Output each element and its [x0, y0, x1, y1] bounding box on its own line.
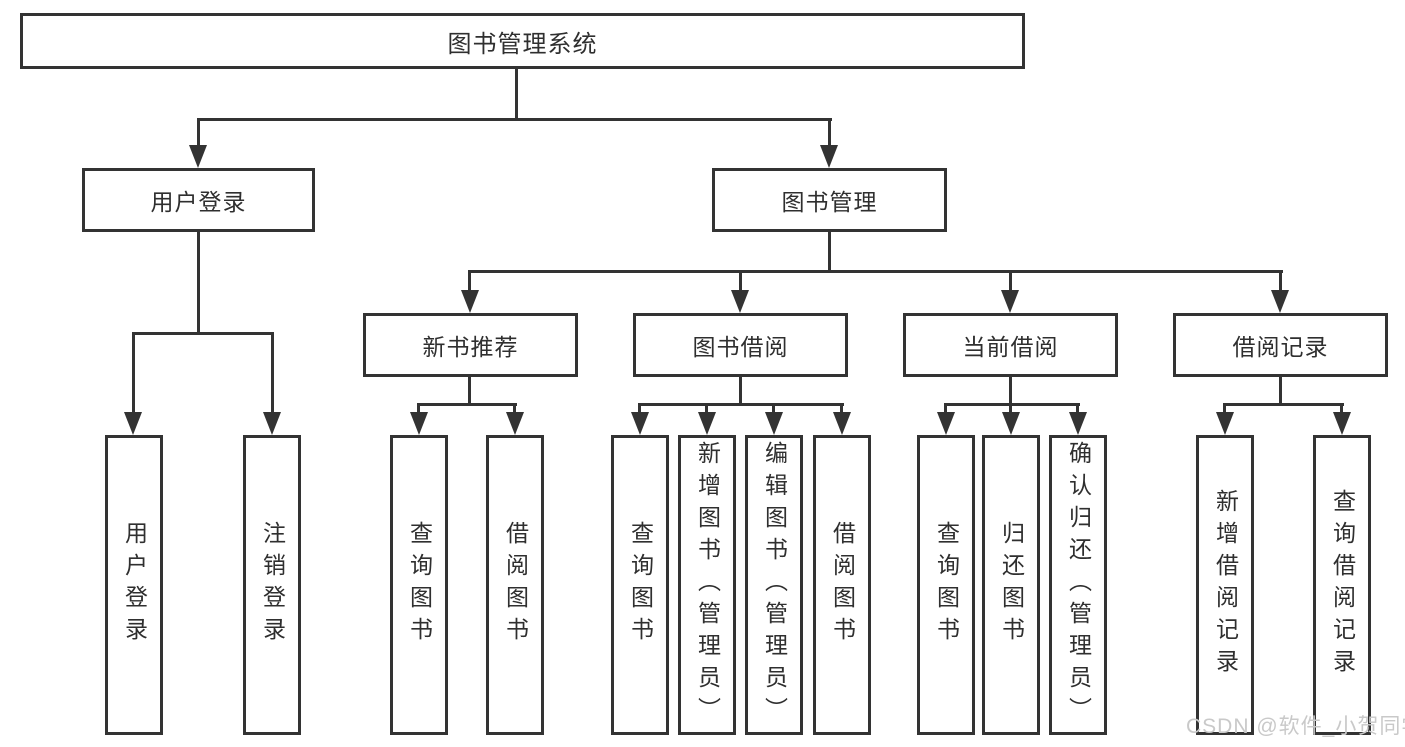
node-label: 用户登录 [150, 189, 247, 215]
connector-arrowhead [506, 412, 524, 435]
connector-line [132, 332, 274, 335]
connector-arrowhead [937, 412, 955, 435]
connector-line [1009, 403, 1012, 417]
connector-arrowhead [1069, 412, 1087, 435]
node-library-management-system: 图书管理系统 [20, 13, 1025, 69]
node-query-books-current: 查询图书 [917, 435, 975, 735]
node-label: 新增图书（管理员） [694, 441, 721, 729]
connector-line [1009, 377, 1012, 405]
connector-line [840, 403, 843, 417]
connector-line [638, 403, 844, 406]
node-label: 图书借阅 [692, 334, 789, 360]
connector-line [638, 403, 641, 417]
node-label: 查询图书 [933, 521, 960, 649]
connector-arrowhead [1333, 412, 1351, 435]
node-borrow-books-recommend: 借阅图书 [486, 435, 544, 735]
connector-arrowhead [263, 412, 281, 435]
node-book-borrowing: 图书借阅 [633, 313, 848, 377]
node-label: 当前借阅 [962, 334, 1059, 360]
connector-line [271, 332, 274, 414]
connector-line [197, 118, 832, 121]
connector-line [828, 232, 831, 273]
watermark-text: CSDN @软件_小贺同学 [1186, 715, 1405, 738]
node-label: 借阅记录 [1232, 334, 1329, 360]
connector-arrowhead [731, 290, 749, 313]
connector-line [1076, 403, 1079, 417]
connector-line [468, 377, 471, 405]
connector-arrowhead [189, 145, 207, 168]
connector-line [705, 403, 708, 417]
connector-line [1009, 270, 1012, 292]
connector-line [197, 118, 200, 150]
connector-line [739, 270, 742, 292]
node-label: 用户登录 [121, 521, 148, 649]
connector-arrowhead [461, 290, 479, 313]
node-new-book-recommendation: 新书推荐 [363, 313, 578, 377]
connector-arrowhead [1001, 290, 1019, 313]
connector-line [1223, 403, 1344, 406]
node-borrow-books-borrowing: 借阅图书 [813, 435, 871, 735]
node-query-books-recommend: 查询图书 [390, 435, 448, 735]
node-borrowing-records: 借阅记录 [1173, 313, 1388, 377]
node-query-books-borrowing: 查询图书 [611, 435, 669, 735]
connector-arrowhead [765, 412, 783, 435]
connector-line [1340, 403, 1343, 417]
connector-line [772, 403, 775, 417]
node-user-login: 用户登录 [82, 168, 315, 232]
node-user-login-leaf: 用户登录 [105, 435, 163, 735]
node-label: 图书管理 [781, 189, 878, 215]
node-label: 查询借阅记录 [1329, 489, 1356, 681]
node-label: 借阅图书 [502, 521, 529, 649]
node-label: 编辑图书（管理员） [761, 441, 788, 729]
node-label: 借阅图书 [829, 521, 856, 649]
node-query-borrow-record: 查询借阅记录 [1313, 435, 1371, 735]
connector-line [1279, 270, 1282, 292]
node-label: 注销登录 [259, 521, 286, 649]
node-logout: 注销登录 [243, 435, 301, 735]
node-label: 新增借阅记录 [1212, 489, 1239, 681]
connector-line [513, 403, 516, 417]
connector-line [1279, 377, 1282, 405]
node-label: 查询图书 [406, 521, 433, 649]
connector-arrowhead [124, 412, 142, 435]
connector-line [1223, 403, 1226, 417]
connector-line [944, 403, 1080, 406]
connector-line [944, 403, 947, 417]
connector-line [417, 403, 420, 417]
connector-arrowhead [1271, 290, 1289, 313]
node-label: 查询图书 [627, 521, 654, 649]
connector-arrowhead [1002, 412, 1020, 435]
node-return-books: 归还图书 [982, 435, 1040, 735]
node-current-borrowing: 当前借阅 [903, 313, 1118, 377]
connector-arrowhead [1216, 412, 1234, 435]
node-label: 归还图书 [998, 521, 1025, 649]
node-label: 新书推荐 [422, 334, 519, 360]
node-label: 图书管理系统 [447, 30, 598, 58]
node-book-management: 图书管理 [712, 168, 947, 232]
connector-arrowhead [410, 412, 428, 435]
connector-line [828, 118, 831, 150]
node-add-book-admin: 新增图书（管理员） [678, 435, 736, 735]
node-edit-book-admin: 编辑图书（管理员） [745, 435, 803, 735]
connector-arrowhead [698, 412, 716, 435]
connector-line [739, 377, 742, 405]
connector-line [468, 270, 471, 292]
node-confirm-return-admin: 确认归还（管理员） [1049, 435, 1107, 735]
connector-line [417, 403, 517, 406]
connector-arrowhead [820, 145, 838, 168]
connector-line [132, 332, 135, 414]
node-add-borrow-record: 新增借阅记录 [1196, 435, 1254, 735]
connector-line [468, 270, 1283, 273]
node-label: 确认归还（管理员） [1065, 441, 1092, 729]
connector-arrowhead [833, 412, 851, 435]
connector-line [515, 69, 518, 120]
connector-line [197, 232, 200, 335]
connector-arrowhead [631, 412, 649, 435]
